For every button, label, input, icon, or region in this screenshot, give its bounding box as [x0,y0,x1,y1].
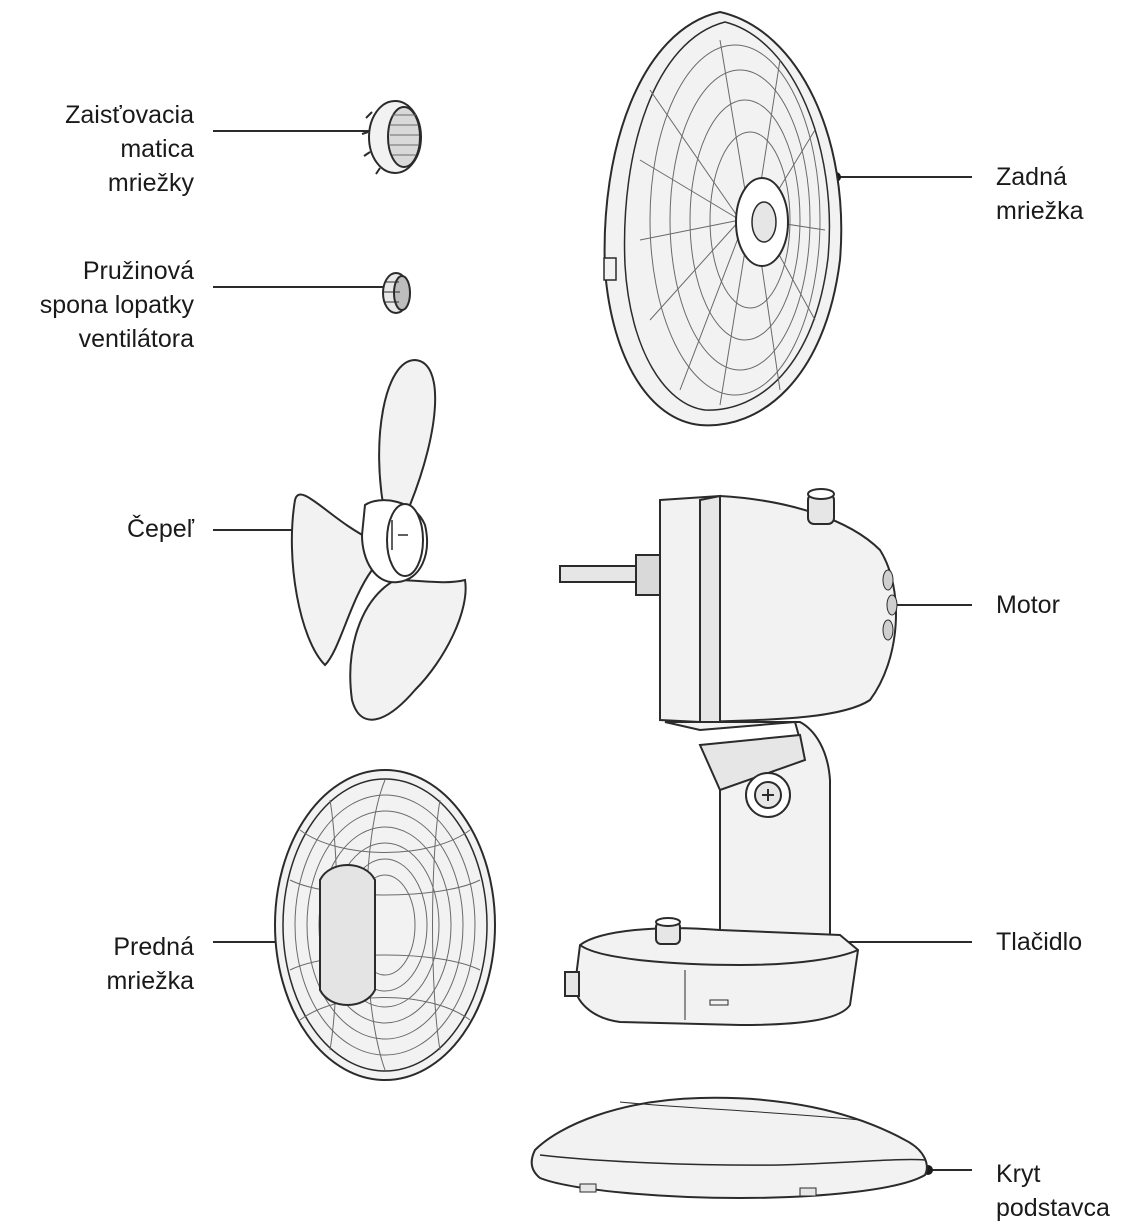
label-rear-grille-line-1: Zadná [996,163,1067,191]
spring-clip [382,272,411,314]
label-grille-nut: Zaisťovacia matica mriežky [65,98,194,200]
label-spring-clip-line-3: ventilátora [78,325,194,353]
label-grille-nut-line-3: mriežky [107,169,194,197]
label-spring-clip: Pružinová spona lopatky ventilátora [40,254,194,356]
label-spring-clip-line-1: Pružinová [82,257,194,285]
grille-nut [361,100,422,175]
label-base-cover-line-2: podstavca [996,1194,1110,1222]
label-rear-grille-line-2: mriežka [996,197,1084,225]
label-front-grille-line-2: mriežka [106,967,194,995]
label-button-line-1: Tlačidlo [996,928,1083,956]
front-grille [274,769,496,1081]
label-grille-nut-line-1: Zaisťovacia [65,101,194,129]
base-housing [564,917,860,1027]
label-motor: Motor [996,588,1060,622]
label-front-grille-line-1: Predná [113,933,194,961]
label-front-grille: Predná mriežka [106,930,194,998]
label-blade: Čepeľ [127,512,194,546]
label-base-cover-line-1: Kryt [996,1160,1041,1188]
label-spring-clip-line-2: spona lopatky [39,291,194,319]
label-blade-line-1: Čepeľ [126,515,194,543]
label-motor-line-1: Motor [996,591,1060,619]
fan-blade [290,358,467,721]
label-button: Tlačidlo [996,925,1082,959]
motor [559,488,898,724]
stand-neck [664,720,831,936]
rear-grille [603,10,843,427]
base-cover [530,1096,928,1200]
label-grille-nut-line-2: matica [120,135,194,163]
label-rear-grille: Zadná mriežka [996,160,1084,228]
label-base-cover: Kryt podstavca [996,1157,1110,1225]
